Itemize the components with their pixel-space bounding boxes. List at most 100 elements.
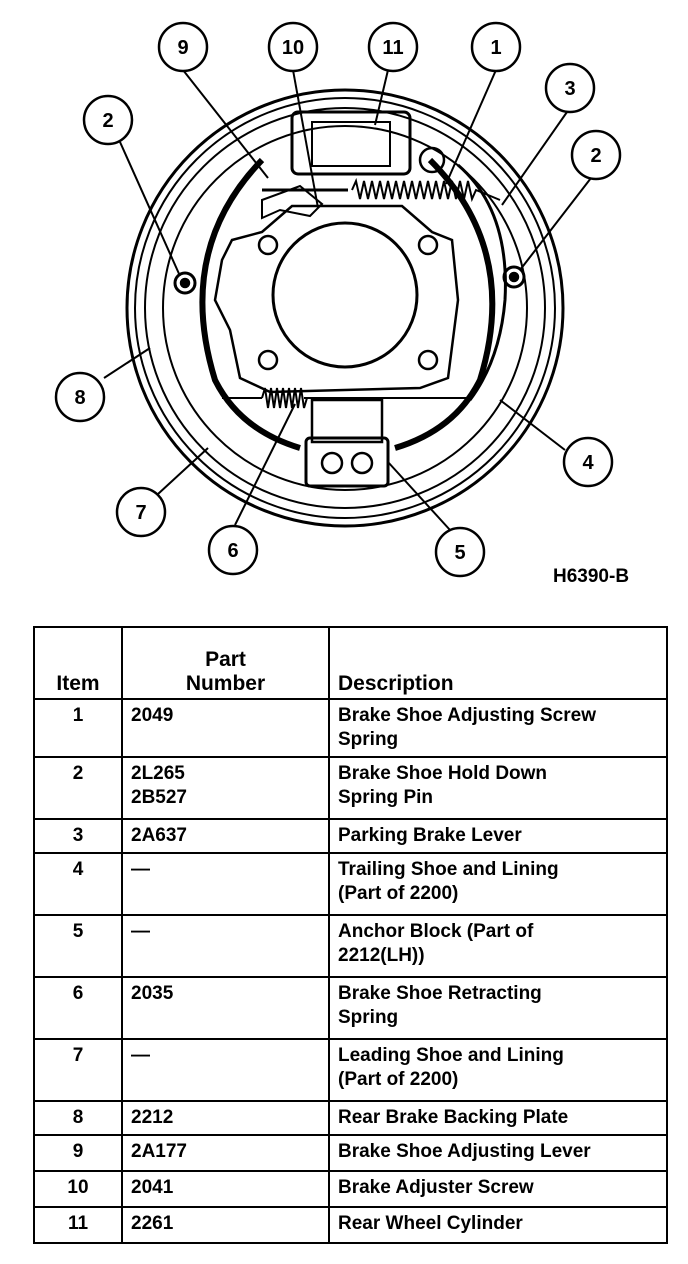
part-number-cell: 2212 [121, 1100, 330, 1136]
parking-brake-lever [457, 163, 507, 401]
table-row: 4—Trailing Shoe and Lining (Part of 2200… [33, 852, 668, 916]
item-cell: 6 [33, 976, 123, 1040]
retracting-spring [261, 387, 308, 409]
leader-7 [157, 447, 209, 495]
anchor-block-base [304, 436, 390, 488]
part-number-cell: 2049 [121, 698, 330, 758]
item-cell: 1 [33, 698, 123, 758]
mounting-plate [213, 204, 460, 394]
part-number-cell: — [121, 914, 330, 978]
adjusting-screw-spring [351, 177, 501, 203]
axle-hole [271, 221, 419, 369]
item-cell: 5 [33, 914, 123, 978]
description-cell: Parking Brake Lever [328, 818, 668, 854]
callout-circle-8 [54, 371, 106, 423]
callout-circle-11 [367, 21, 419, 73]
callout-label-7: 7 [135, 502, 146, 524]
callout-circle-3 [544, 62, 596, 114]
callout-circle-6 [207, 524, 259, 576]
part-number-cell: 2A637 [121, 818, 330, 854]
leader-10 [292, 69, 319, 209]
bolt-hole-3 [257, 349, 279, 371]
anchor-bolt-2 [350, 451, 374, 475]
backing-plate-outer-ring [125, 88, 565, 528]
item-cell: 10 [33, 1170, 123, 1208]
leader-2-left [119, 141, 181, 277]
callout-circle-10 [267, 21, 319, 73]
bolt-hole-1 [257, 234, 279, 256]
part-number-cell: 2261 [121, 1206, 330, 1244]
leader-4 [499, 399, 566, 451]
anchor-bolt-1 [320, 451, 344, 475]
callout-label-4: 4 [582, 452, 594, 474]
item-cell: 7 [33, 1038, 123, 1102]
leader-9 [182, 69, 269, 179]
leader-11 [374, 69, 389, 126]
callout-label-8: 8 [74, 387, 85, 409]
description-cell: Leading Shoe and Lining (Part of 2200) [328, 1038, 668, 1102]
callout-label-11: 11 [382, 37, 403, 59]
callout-circle-5 [434, 526, 486, 578]
adjuster-lever [261, 184, 324, 220]
description-cell: Brake Shoe Retracting Spring [328, 976, 668, 1040]
header-part-number: Part Number [121, 626, 330, 700]
description-cell: Trailing Shoe and Lining (Part of 2200) [328, 852, 668, 916]
callout-circle-2-left [82, 94, 134, 146]
leader-2-right [519, 177, 592, 271]
leader-6 [234, 403, 296, 526]
callout-label-5-visible: 5 [454, 542, 465, 564]
callout-label-10: 10 [282, 37, 304, 59]
table-header-row: Item Part Number Description [33, 626, 668, 700]
description-cell: Brake Shoe Hold Down Spring Pin [328, 756, 668, 820]
callout-label-2-left: 2 [102, 110, 113, 132]
callout-label-3: 3 [564, 78, 575, 100]
hold-down-pin-left-center [179, 277, 191, 289]
hold-down-pin-right-center [508, 271, 520, 283]
part-number-cell: 2035 [121, 976, 330, 1040]
leader-3 [501, 111, 568, 206]
brake-assembly-diagram: 9 10 11 1 3 2 2 8 4 7 6 5 5 [54, 21, 622, 578]
item-cell: 9 [33, 1134, 123, 1172]
part-number-cell: 2L265 2B527 [121, 756, 330, 820]
item-cell: 4 [33, 852, 123, 916]
callout-label-6: 6 [227, 540, 238, 562]
callout-circle-7 [115, 486, 167, 538]
bolt-hole-4 [417, 349, 439, 371]
table-row: 7—Leading Shoe and Lining (Part of 2200) [33, 1038, 668, 1102]
item-cell: 8 [33, 1100, 123, 1136]
part-number-cell: — [121, 852, 330, 916]
backing-plate-ring-2 [134, 97, 556, 519]
callout-circle-4 [562, 436, 614, 488]
leader-5 [387, 461, 451, 531]
backing-plate-inner-ring [162, 125, 528, 491]
wheel-cylinder-bleeder [418, 146, 446, 174]
description-cell: Brake Adjuster Screw [328, 1170, 668, 1208]
callout-label-9: 9 [177, 37, 188, 59]
part-number-cell: — [121, 1038, 330, 1102]
description-cell: Brake Shoe Adjusting Lever [328, 1134, 668, 1172]
item-cell: 3 [33, 818, 123, 854]
wheel-cylinder [290, 110, 412, 176]
description-cell: Brake Shoe Adjusting Screw Spring [328, 698, 668, 758]
part-number-cell: 2041 [121, 1170, 330, 1208]
anchor-block [310, 398, 384, 444]
table-row: 5—Anchor Block (Part of 2212(LH)) [33, 914, 668, 978]
header-item: Item [33, 626, 123, 700]
figure-code: H6390-B [553, 566, 630, 587]
leader-8 [103, 347, 151, 379]
callout-label-1: 1 [490, 37, 501, 59]
leading-shoe [199, 157, 301, 451]
description-cell: Rear Wheel Cylinder [328, 1206, 668, 1244]
leader-1 [445, 69, 497, 185]
callout-circle-1 [470, 21, 522, 73]
item-cell: 2 [33, 756, 123, 820]
hold-down-pin-left [173, 271, 197, 295]
